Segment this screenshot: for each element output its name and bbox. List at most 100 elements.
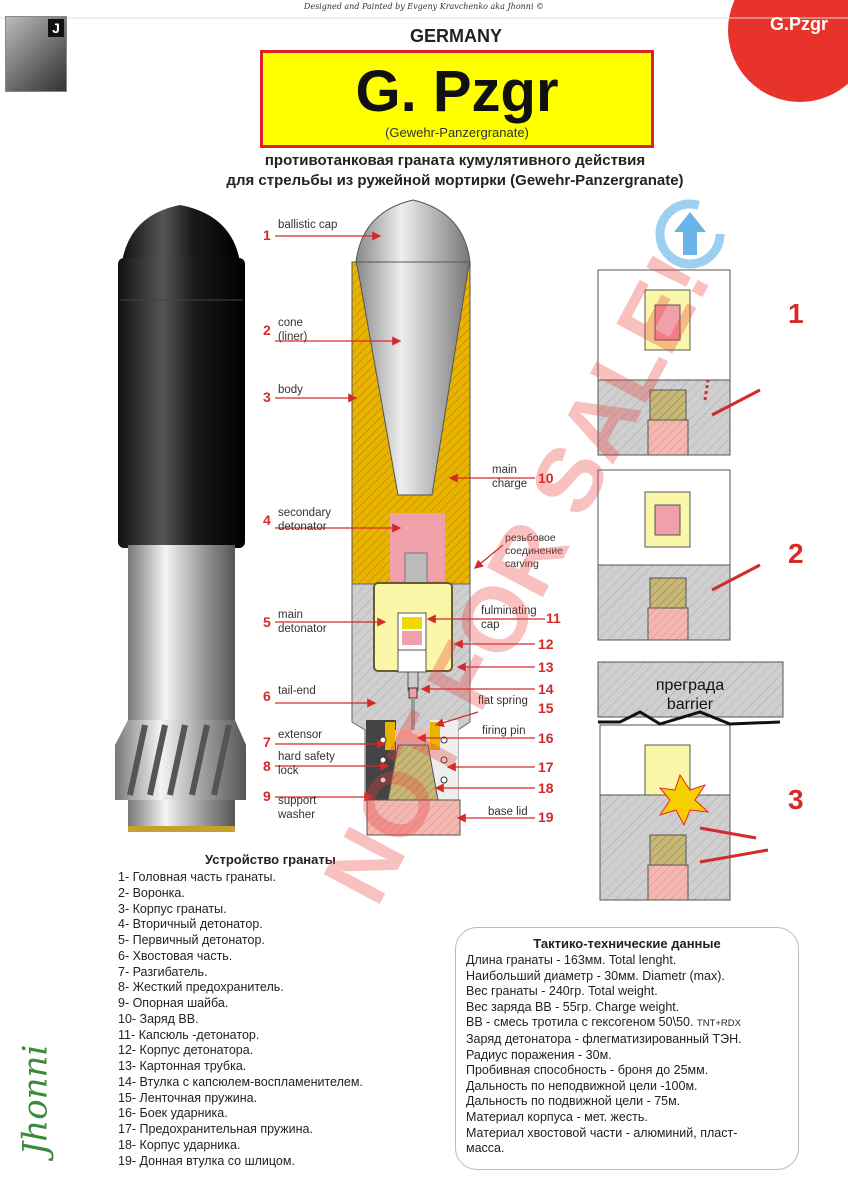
parts-list-item: 11- Капсюль -детонатор. xyxy=(118,1027,260,1042)
parts-list-item: 7- Разгибатель. xyxy=(118,964,208,979)
subtitle-line-1: противотанковая граната кумулятивного де… xyxy=(264,152,646,169)
parts-list-item: 1- Головная часть гранаты. xyxy=(118,870,276,884)
label-fulminating-cap: fulminating xyxy=(481,605,537,617)
parts-list-item: 17- Предохранительная пружина. xyxy=(118,1122,313,1136)
label-carving-ru-1: резьбовое xyxy=(505,532,556,544)
label-firing-pin: firing pin xyxy=(482,725,526,737)
label-number: 8 xyxy=(263,758,271,774)
label-number: 17 xyxy=(538,759,554,775)
label-number: 3 xyxy=(263,389,271,405)
step-number-1: 1 xyxy=(788,298,804,329)
specs-item: Вес заряда ВВ - 55гр. Charge weight. xyxy=(466,999,680,1014)
page-title: G. Pzgr xyxy=(355,59,559,124)
parts-list-item: 19- Донная втулка со шлицом. xyxy=(118,1153,295,1168)
parts-list-item: 3- Корпус гранаты. xyxy=(118,901,227,916)
label-support-washer: support xyxy=(278,795,317,807)
label-number: 19 xyxy=(538,809,554,825)
label-cone-2: (liner) xyxy=(278,331,308,343)
label-number: 9 xyxy=(263,788,271,804)
label-secondary-detonator-2: detonator xyxy=(278,521,327,533)
specs-item: Наибольший диаметр - 30мм. Diametr (max)… xyxy=(466,968,725,983)
parts-list-item: 16- Боек ударника. xyxy=(118,1106,228,1121)
grenade-cross-section xyxy=(351,199,471,836)
author-avatar: J xyxy=(5,16,67,92)
step-panels xyxy=(597,269,784,901)
barrier-label-en: barrier xyxy=(666,696,714,713)
corner-badge xyxy=(728,0,848,102)
label-tail-end: tail-end xyxy=(278,685,316,697)
label-carving: carving xyxy=(505,558,539,570)
subtitle-line-2: для стрельбы из ружейной мортирки (Geweh… xyxy=(226,172,684,189)
label-number: 7 xyxy=(263,734,271,750)
author-signature: Jhonni xyxy=(15,1044,56,1156)
specs-item: Материал хвостовой части - алюминий, пла… xyxy=(466,1125,738,1140)
label-number: 1 xyxy=(263,227,271,243)
label-main-detonator-2: detonator xyxy=(278,623,327,635)
country-heading: GERMANY xyxy=(409,26,502,46)
label-main-detonator: main xyxy=(278,609,303,621)
parts-list-item: 13- Картонная трубка. xyxy=(118,1059,247,1073)
grenade-exterior xyxy=(115,205,246,832)
label-number: 14 xyxy=(538,681,554,697)
label-ballistic-cap: ballistic cap xyxy=(278,219,338,231)
specs-box: Тактико-технические данные Длина гранаты… xyxy=(455,927,799,1170)
label-number: 18 xyxy=(538,780,554,796)
label-cone: cone xyxy=(278,317,303,329)
label-number: 4 xyxy=(263,512,271,528)
step-number-3: 3 xyxy=(788,784,804,815)
specs-item: Длина гранаты - 163мм. Total lenght. xyxy=(466,953,677,967)
specs-item: Вес гранаты - 240гр. Total weight. xyxy=(466,984,658,999)
label-main-charge-2: charge xyxy=(492,478,528,490)
label-number: 12 xyxy=(538,636,554,652)
parts-list-item: 8- Жесткий предохранитель. xyxy=(118,980,284,995)
label-base-lid: base lid xyxy=(488,806,528,818)
specs-item: Пробивная способность - броня до 25мм. xyxy=(466,1063,709,1078)
parts-list-item: 18- Корпус ударника. xyxy=(118,1137,241,1152)
label-main-charge: main xyxy=(492,464,517,476)
step-arrows xyxy=(699,379,769,864)
corner-label: G.Pzgr xyxy=(770,14,829,34)
rotate-icon xyxy=(655,199,725,269)
avatar-letter: J xyxy=(48,19,64,37)
label-flat-spring: flat spring xyxy=(478,695,528,707)
parts-list-title: Устройство гранаты xyxy=(205,852,336,867)
parts-list-item: 9- Опорная шайба. xyxy=(118,996,229,1010)
specs-item: Дальность по подвижной цели - 75м. xyxy=(466,1094,681,1109)
title-box: G. Pzgr (Gewehr-Panzergranate) xyxy=(260,50,654,148)
specs-item: масса. xyxy=(466,1141,505,1156)
label-number: 15 xyxy=(538,700,554,716)
parts-list-item: 14- Втулка с капсюлем-воспламенителем. xyxy=(118,1074,363,1089)
label-number: 2 xyxy=(263,322,271,338)
label-secondary-detonator: secondary xyxy=(278,507,332,519)
barrier-label-ru: преграда xyxy=(655,677,725,694)
parts-list-item: 5- Первичный детонатор. xyxy=(118,933,265,947)
parts-list-item: 10- Заряд ВВ. xyxy=(118,1011,199,1026)
label-number: 5 xyxy=(263,614,271,630)
specs-item: Дальность по неподвижной цели -100м. xyxy=(466,1078,698,1093)
title-subtitle: (Gewehr-Panzergranate) xyxy=(385,125,529,140)
specs-item-text: ВВ - смесь тротила с гексогеном 50\50. xyxy=(466,1015,694,1030)
label-hard-safety-lock: hard safety xyxy=(278,751,335,763)
parts-list: 1- Головная часть гранаты. 2- Воронка. 3… xyxy=(118,870,363,1169)
specs-item: Материал корпуса - мет. жесть. xyxy=(466,1109,648,1124)
parts-list-item: 6- Хвостовая часть. xyxy=(118,948,233,963)
label-carving-ru-2: соединение xyxy=(505,545,563,557)
label-number: 6 xyxy=(263,688,271,704)
label-extensor: extensor xyxy=(278,729,323,741)
step-number-2: 2 xyxy=(788,538,804,569)
parts-list-item: 2- Воронка. xyxy=(118,885,185,900)
specs-list: Длина гранаты - 163мм. Total lenght. Наи… xyxy=(466,953,788,1157)
label-fulminating-cap-2: cap xyxy=(481,619,500,631)
credit-line: Designed and Painted by Evgeny Kravchenk… xyxy=(303,2,545,11)
label-support-washer-2: washer xyxy=(278,809,316,821)
specs-item: Радиус поражения - 30м. xyxy=(466,1047,612,1062)
label-number: 13 xyxy=(538,659,554,675)
label-body: body xyxy=(278,384,303,396)
parts-list-item: 12- Корпус детонатора. xyxy=(118,1043,254,1058)
label-hard-safety-lock-2: lock xyxy=(278,765,299,777)
specs-title: Тактико-технические данные xyxy=(533,936,721,951)
label-number: 11 xyxy=(546,610,561,626)
specs-item: ВВ - смесь тротила с гексогеном 50\50. T… xyxy=(466,1015,788,1032)
label-number: 10 xyxy=(538,470,554,486)
